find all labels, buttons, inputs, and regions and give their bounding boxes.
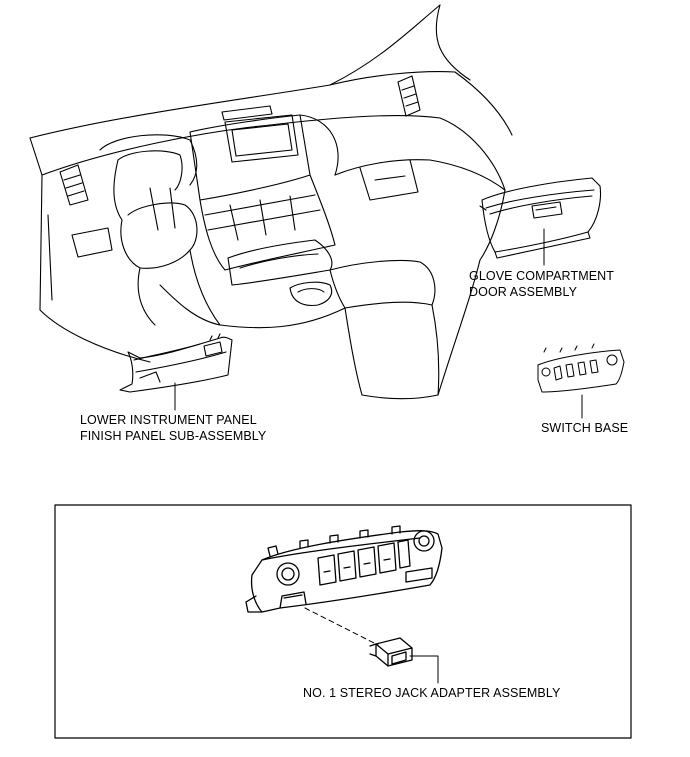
- label-switch-base: SWITCH BASE: [541, 420, 628, 436]
- dashboard-illustration: [29, 4, 513, 400]
- label-glove-compartment-door: GLOVE COMPARTMENT DOOR ASSEMBLY: [469, 268, 614, 300]
- label-line-2: DOOR ASSEMBLY: [469, 285, 578, 299]
- switch-base-illustration: [537, 343, 625, 393]
- switch-base-detail-illustration: [245, 525, 443, 613]
- label-line-1: SWITCH BASE: [541, 421, 629, 435]
- dashed-installation-line: [304, 607, 379, 646]
- leader-line-stereo-jack: [409, 655, 439, 684]
- label-line-1: LOWER INSTRUMENT PANEL: [80, 413, 257, 427]
- label-lower-instrument-panel: LOWER INSTRUMENT PANEL FINISH PANEL SUB-…: [80, 412, 266, 444]
- detail-view-frame: [54, 504, 632, 739]
- label-line-1: GLOVE COMPARTMENT: [469, 269, 615, 283]
- glove-compartment-illustration: [479, 177, 602, 259]
- label-line-1: NO. 1 STEREO JACK ADAPTER ASSEMBLY: [303, 686, 561, 700]
- lower-finish-panel-illustration: [119, 333, 233, 393]
- stereo-jack-adapter-illustration: [369, 637, 413, 667]
- label-stereo-jack-adapter: NO. 1 STEREO JACK ADAPTER ASSEMBLY: [303, 685, 560, 701]
- label-line-2: FINISH PANEL SUB-ASSEMBLY: [80, 429, 267, 443]
